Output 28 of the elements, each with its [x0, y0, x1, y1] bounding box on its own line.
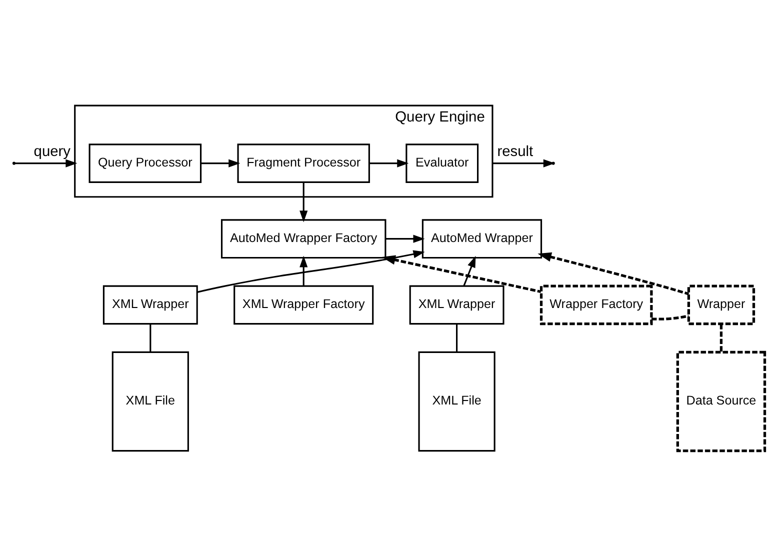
- edge-label: query: [34, 144, 71, 160]
- arrow: [463, 256, 476, 286]
- node-box: XML File: [112, 351, 189, 452]
- node-box: Wrapper: [687, 284, 756, 326]
- node-box: XML Wrapper: [102, 285, 198, 325]
- connector: [651, 314, 689, 320]
- arrow: [538, 252, 690, 296]
- arrow: [300, 182, 308, 222]
- node-box: Fragment Processor: [237, 144, 370, 183]
- node-box: Evaluator: [406, 144, 479, 183]
- node-box: Data Source: [676, 350, 766, 452]
- connector: [720, 324, 723, 352]
- node-box: AutoMed Wrapper: [422, 219, 542, 259]
- node-box: Query Processor: [88, 144, 202, 183]
- arrow: [369, 159, 409, 168]
- node-box: XML Wrapper Factory: [234, 285, 374, 325]
- arrow: [14, 159, 78, 168]
- node-box: XML Wrapper: [409, 285, 504, 325]
- edge-label: result: [497, 144, 534, 160]
- node-box: Wrapper Factory: [540, 284, 653, 326]
- arrow: [197, 250, 425, 293]
- arrow: [300, 256, 308, 286]
- node-box: AutoMed Wrapper Factory: [220, 219, 386, 259]
- connector: [456, 324, 458, 352]
- node-box: XML File: [418, 351, 496, 452]
- arrow: [385, 234, 425, 243]
- arrow: [200, 159, 240, 168]
- connector: [150, 324, 152, 352]
